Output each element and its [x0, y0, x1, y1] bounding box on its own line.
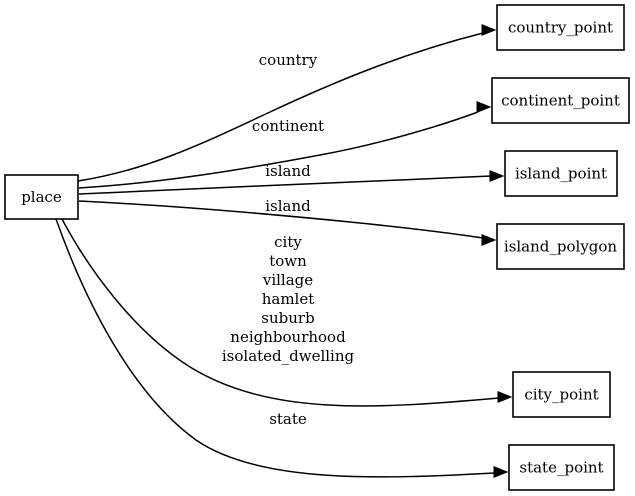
arrowhead-city_point	[497, 391, 513, 403]
edge-label-line: suburb	[261, 309, 314, 327]
edge-label-island_point: island	[265, 162, 311, 180]
edge-place-to-state_point[interactable]	[55, 218, 509, 478]
node-island_point-box[interactable]	[504, 150, 618, 197]
arrowhead-continent_point	[476, 101, 492, 113]
edge-label-line: village	[262, 271, 313, 289]
edge-place-to-city_point[interactable]	[61, 218, 513, 407]
node-island_polygon-box[interactable]	[496, 223, 625, 270]
edge-label-line: island	[265, 197, 311, 215]
nodes-layer: place country_point continent_point island_…	[4, 4, 630, 491]
edge-label-line: continent	[252, 117, 324, 135]
edge-line-continent_point[interactable]	[78, 111, 479, 189]
edge-label-line: hamlet	[262, 290, 315, 308]
node-island_point[interactable]: island_point	[504, 150, 618, 197]
edge-line-city_point[interactable]	[61, 218, 500, 407]
node-continent_point[interactable]: continent_point	[491, 77, 630, 124]
node-country_point-label: country_point	[508, 19, 613, 37]
node-continent_point-label: continent_point	[501, 92, 620, 110]
node-island_polygon-label: island_polygon	[504, 238, 618, 256]
node-place[interactable]: place	[4, 174, 79, 220]
edge-place-to-continent_point[interactable]	[78, 101, 492, 189]
edge-line-island_polygon[interactable]	[78, 200, 484, 239]
edge-label-island_polygon: island	[265, 197, 311, 215]
arrowhead-island_point	[489, 170, 505, 182]
node-city_point-box[interactable]	[512, 371, 611, 418]
edge-place-to-island_polygon[interactable]	[78, 200, 497, 246]
edge-label-state_point: state	[269, 410, 307, 428]
node-state_point-label: state_point	[519, 459, 603, 477]
node-state_point-box[interactable]	[508, 444, 615, 491]
edge-label-line: town	[269, 252, 307, 270]
edge-place-to-country_point[interactable]	[77, 24, 497, 182]
arrowhead-country_point	[481, 24, 497, 36]
arrowhead-state_point	[493, 466, 509, 478]
node-city_point[interactable]: city_point	[512, 371, 611, 418]
edge-label-country_point: country	[259, 51, 318, 69]
node-country_point[interactable]: country_point	[496, 4, 625, 51]
edge-label-line: country	[259, 51, 318, 69]
node-island_point-label: island_point	[515, 165, 607, 183]
edges-layer	[55, 24, 513, 478]
node-city_point-label: city_point	[524, 386, 598, 404]
edge-label-line: state	[269, 410, 307, 428]
node-continent_point-box[interactable]	[491, 77, 630, 124]
edge-place-to-island_point[interactable]	[78, 170, 505, 195]
edge-line-island_point[interactable]	[78, 175, 492, 195]
edge-label-line: city	[274, 233, 302, 251]
edge-label-line: isolated_dwelling	[222, 347, 355, 365]
node-place-box[interactable]	[4, 174, 79, 220]
edge-line-state_point[interactable]	[55, 218, 496, 478]
edge-label-line: island	[265, 162, 311, 180]
edge-line-country_point[interactable]	[77, 32, 484, 182]
edge-label-line: neighbourhood	[230, 328, 346, 346]
node-place-label: place	[21, 188, 62, 206]
edge-label-continent_point: continent	[252, 117, 324, 135]
arrowhead-island_polygon	[481, 234, 497, 246]
node-country_point-box[interactable]	[496, 4, 625, 51]
node-island_polygon[interactable]: island_polygon	[496, 223, 625, 270]
node-state_point[interactable]: state_point	[508, 444, 615, 491]
